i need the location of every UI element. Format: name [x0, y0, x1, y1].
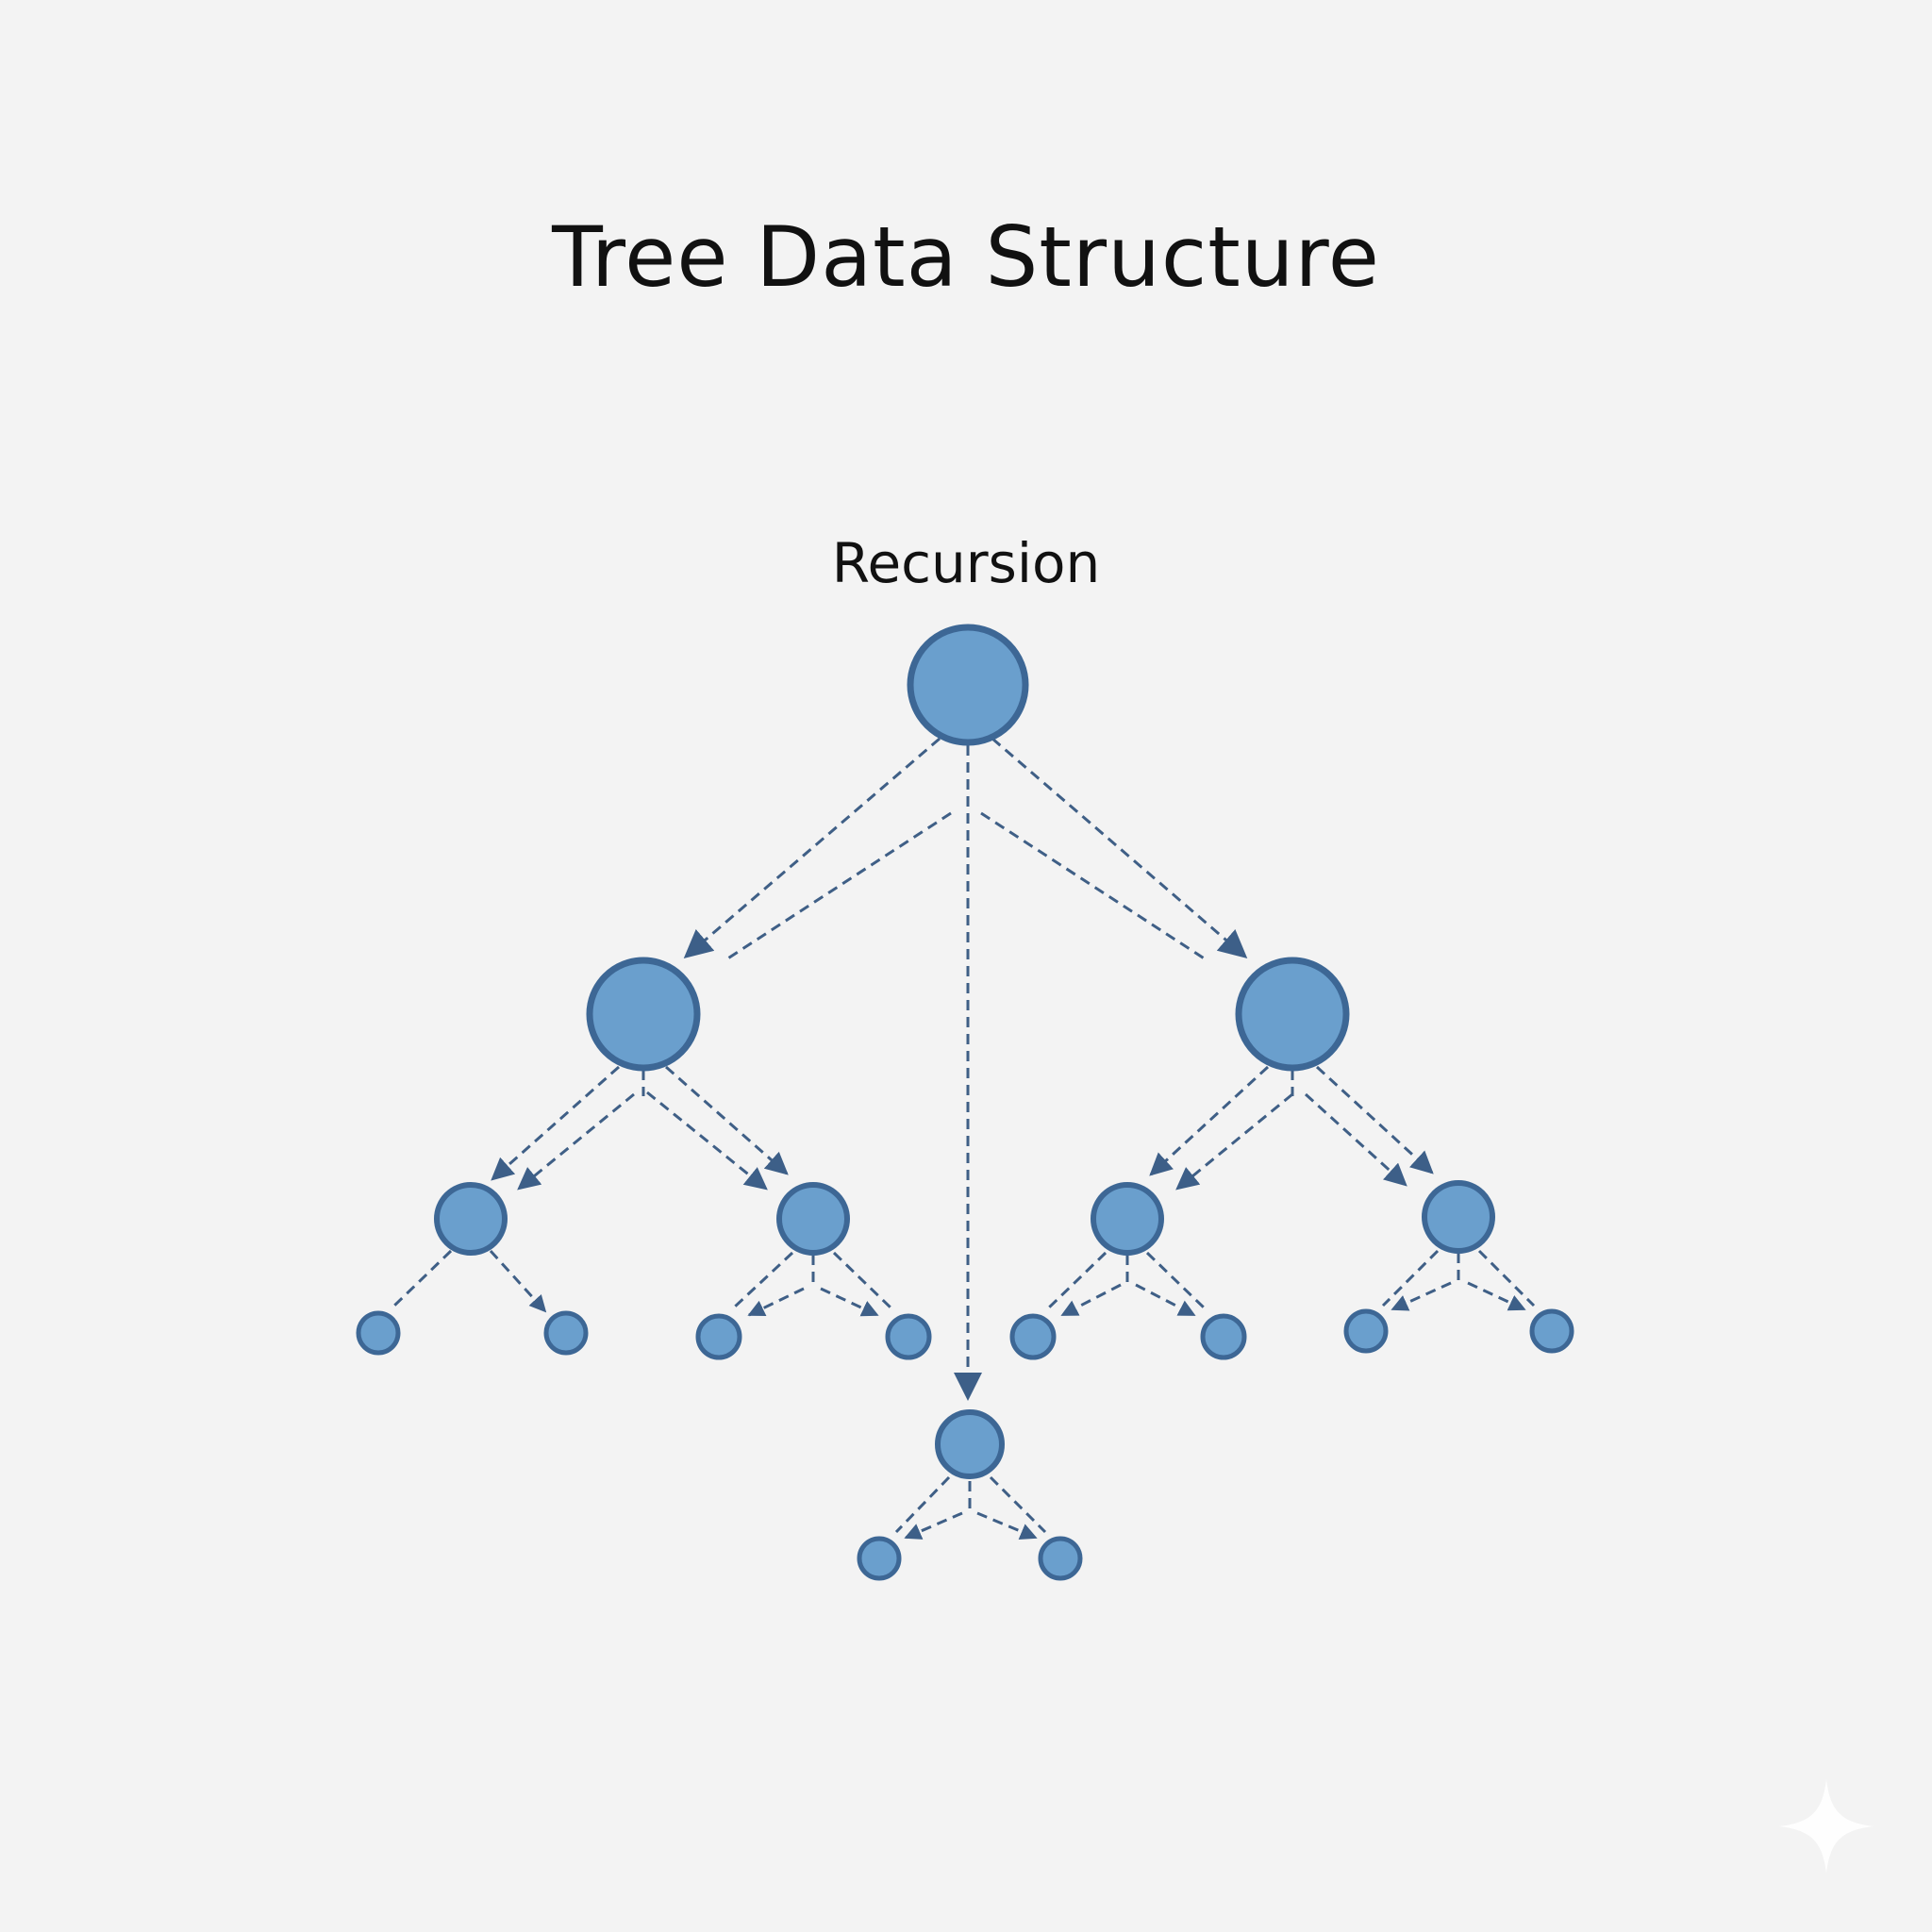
leaf-node-4	[885, 1313, 932, 1360]
node-level3-rl	[1091, 1182, 1164, 1256]
edge-bottom-left-2	[904, 1511, 963, 1540]
leaf-node-2	[543, 1310, 589, 1356]
node-level3-ll	[434, 1182, 508, 1256]
edge-lr-right-2	[820, 1287, 879, 1317]
edge-right-to-rr	[1315, 1065, 1434, 1174]
leaf-node-10	[1038, 1536, 1083, 1581]
leaf-node-8	[1529, 1308, 1574, 1354]
edge-left-to-ll	[491, 1065, 620, 1181]
edge-rr-left-2	[1391, 1281, 1452, 1311]
leaf-node-1	[356, 1310, 401, 1356]
edge-lr-left	[732, 1251, 794, 1309]
diagram-subtitle: Recursion	[831, 531, 1101, 595]
edge-bottom-right-2	[976, 1511, 1038, 1541]
edge-lr-left-2	[747, 1287, 805, 1317]
node-level3-lr	[776, 1182, 850, 1256]
edge-left-to-ll-2	[517, 1092, 635, 1191]
leaf-node-5	[1009, 1313, 1057, 1360]
tree-nodes	[356, 624, 1574, 1581]
node-level2-right	[1235, 957, 1350, 1072]
edge-root-left	[683, 737, 941, 958]
node-level3-rr	[1422, 1180, 1495, 1254]
edge-lr-right	[832, 1251, 892, 1309]
edge-ll-left	[392, 1249, 453, 1307]
edge-left-to-lr	[665, 1065, 789, 1175]
edge-rl-left-2	[1060, 1283, 1122, 1317]
edge-rr-right	[1477, 1249, 1536, 1307]
edge-right-to-rl	[1149, 1065, 1270, 1176]
edge-rl-left	[1047, 1251, 1108, 1309]
root-edges	[683, 737, 1248, 1401]
sparkle-icon	[1779, 1779, 1874, 1874]
edge-rl-right-2	[1135, 1283, 1196, 1317]
edge-rr-left	[1381, 1249, 1440, 1307]
leaf-node-7	[1343, 1308, 1389, 1354]
edge-ll-right	[489, 1249, 547, 1313]
leaf-node-9	[857, 1536, 902, 1581]
edge-right-to-rl-2	[1175, 1092, 1293, 1191]
edge-left-to-lr-2	[646, 1091, 768, 1191]
left-node-edges	[491, 1065, 789, 1191]
edge-root-right	[991, 737, 1248, 958]
node-level2-left	[586, 957, 701, 1072]
root-node	[907, 624, 1029, 746]
edge-bottom-left	[894, 1475, 951, 1534]
right-node-edges	[1149, 1065, 1434, 1191]
node-level3-bottom	[935, 1409, 1005, 1479]
edge-root-left-return	[725, 811, 952, 961]
leaf-node-3	[695, 1313, 742, 1360]
edge-rr-right-2	[1467, 1281, 1526, 1311]
level3-edges	[392, 1249, 1536, 1541]
edge-right-to-rr-2	[1304, 1092, 1407, 1187]
leaf-node-6	[1200, 1313, 1247, 1360]
edge-root-right-return	[980, 811, 1207, 961]
edge-rl-right	[1145, 1251, 1206, 1309]
diagram-title: Tree Data Structure	[552, 208, 1380, 306]
edge-bottom-right	[989, 1475, 1047, 1534]
